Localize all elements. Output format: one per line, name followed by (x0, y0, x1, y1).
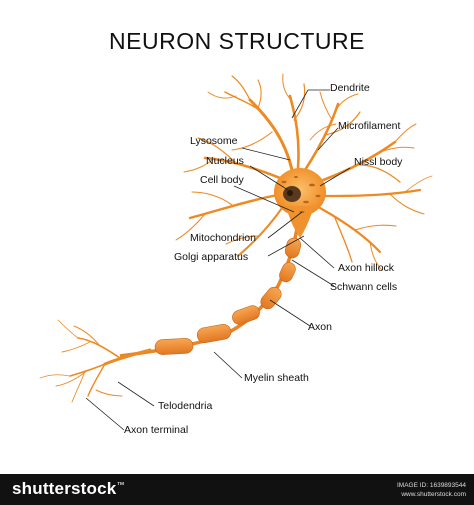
label-lysosome: Lysosome (190, 135, 238, 147)
label-microfilament: Microfilament (338, 120, 401, 132)
label-axon-hillock: Axon hillock (338, 262, 395, 274)
label-mitochondrion: Mitochondrion (190, 232, 256, 244)
label-cell-body: Cell body (200, 174, 244, 186)
label-telodendria: Telodendria (158, 400, 213, 412)
organelles (281, 176, 321, 214)
label-nissl-body: Nissl body (354, 156, 403, 168)
dendrites (175, 73, 433, 271)
site-url: www.shutterstock.com (401, 491, 466, 498)
stock-footer-bar: shutterstock™ IMAGE ID: 1639893544 www.s… (0, 474, 474, 505)
diagram-title: NEURON STRUCTURE (109, 28, 365, 54)
label-axon-terminal: Axon terminal (124, 424, 189, 436)
label-dendrite: Dendrite (330, 82, 370, 94)
label-nucleus: Nucleus (206, 155, 244, 167)
telodendria-branches (39, 319, 152, 403)
label-golgi-apparatus: Golgi apparatus (174, 251, 249, 263)
image-id-block: IMAGE ID: 1639893544 www.shutterstock.co… (397, 481, 466, 499)
neuron-diagram: NEURON STRUCTURE (39, 28, 433, 436)
label-axon: Axon (308, 321, 332, 333)
brand-logo: shutterstock™ (12, 479, 125, 498)
myelin-segments (154, 237, 302, 355)
label-myelin-sheath: Myelin sheath (244, 372, 309, 384)
neuron-illustration (39, 73, 433, 431)
leader-lines (85, 89, 351, 431)
label-schwann-cells: Schwann cells (330, 281, 398, 293)
image-id: IMAGE ID: 1639893544 (396, 482, 466, 489)
axon-hillock-shape (286, 206, 314, 238)
